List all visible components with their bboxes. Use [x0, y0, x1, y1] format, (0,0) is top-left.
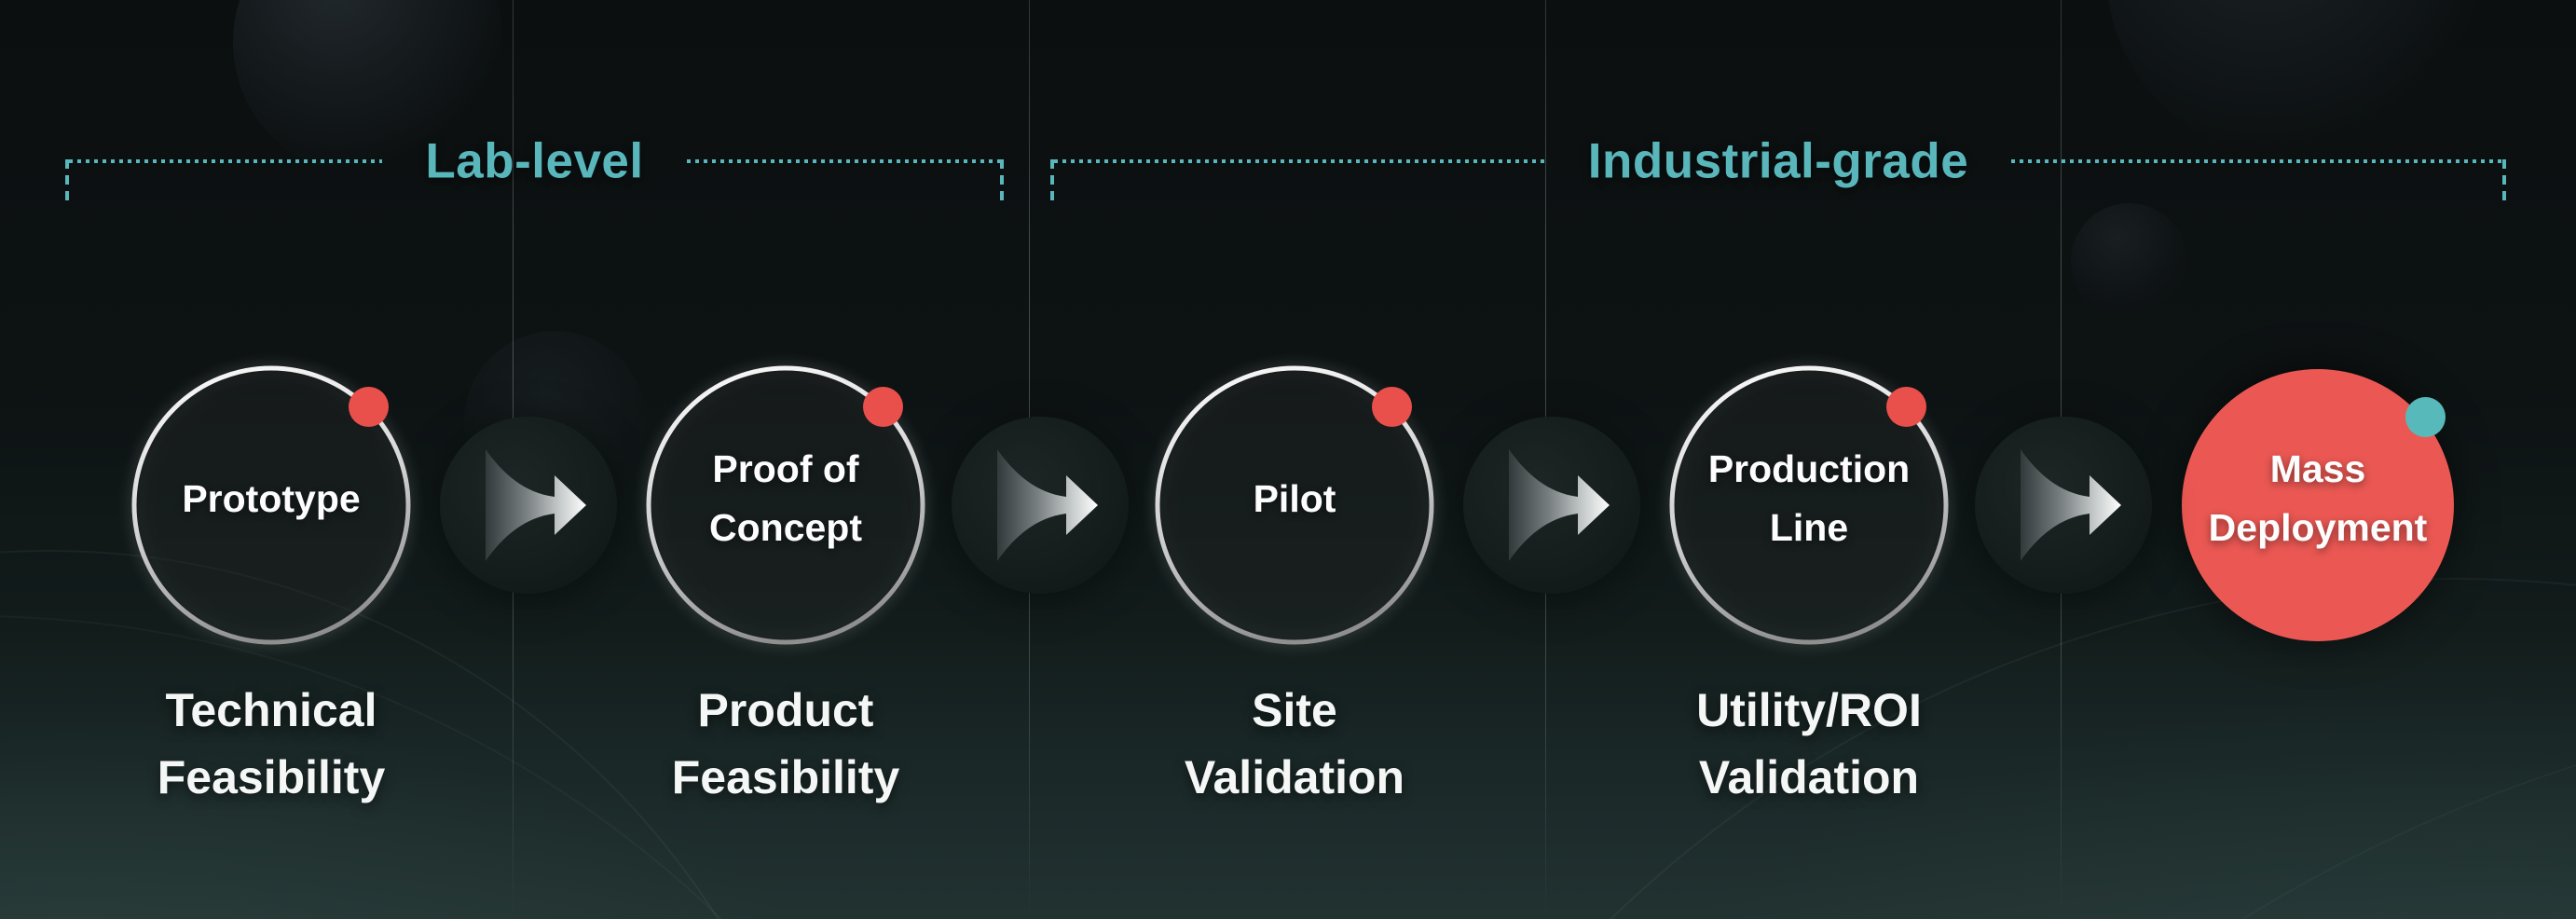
stage-marker-dot: [349, 387, 389, 427]
stage-circle-label-line: Line: [1769, 506, 1849, 549]
stage-caption-line: Technical: [165, 684, 377, 736]
arrow-badge-svg: [952, 417, 1129, 594]
stage-caption: Utility/ROI Validation: [1548, 677, 2070, 811]
stage-circle-label-line: Deployment: [2208, 506, 2428, 549]
stage-marker-dot: [1372, 387, 1412, 427]
arrow-badge-svg: [1975, 417, 2152, 594]
group-label-industrial-grade: Industrial-grade: [1587, 133, 1969, 189]
stage-circle-label-line: Proof of: [712, 447, 859, 490]
stage-circle-label: Pilot: [1150, 361, 1439, 650]
stage-marker-dot: [1886, 387, 1926, 427]
right-arrow-icon: [997, 449, 1098, 561]
stage-caption-line: Feasibility: [671, 751, 900, 803]
arrow-badge-svg: [1463, 417, 1640, 594]
stage-caption-line: Validation: [1698, 751, 1920, 803]
stage-caption-line: Feasibility: [157, 751, 386, 803]
arrow-badge-svg: [440, 417, 617, 594]
stage-ring: [131, 365, 411, 645]
right-arrow-icon: [1509, 449, 1610, 561]
background-sphere: [2071, 203, 2187, 320]
bracket-right-tick: [2502, 159, 2507, 202]
right-arrow-icon: [2021, 449, 2121, 561]
stage-arrow-badge: [1974, 416, 2153, 595]
group-label-lab-level: Lab-level: [425, 133, 644, 189]
stage-caption-line: Site: [1252, 684, 1337, 736]
bracket-dotted-line: [2011, 159, 2503, 163]
stage-circle-label-line: Production: [1707, 447, 1911, 490]
stage-ring: [1669, 365, 1949, 645]
right-arrow-icon: [486, 449, 586, 561]
bracket-left-tick: [1050, 159, 1054, 202]
stage-arrow-badge: [951, 416, 1130, 595]
industrial-grade-bracket: Industrial-grade: [1050, 137, 2507, 211]
stage-1-circle: Prototype: [127, 361, 416, 650]
stage-ring: [646, 365, 925, 645]
stage-caption-line: Utility/ROI: [1696, 684, 1922, 736]
bracket-dotted-line: [1054, 159, 1545, 163]
stage-caption-line: Product: [697, 684, 874, 736]
bracket-dotted-line: [69, 159, 383, 163]
stage-circle-label: Prototype: [127, 361, 416, 650]
stage-ring: [1155, 365, 1434, 645]
stage-circle-label-line: Pilot: [1253, 476, 1336, 520]
stage-filled-circle: [2182, 369, 2454, 641]
stage-2-circle: Proof of Concept: [641, 361, 930, 650]
background-sphere: [2106, 0, 2479, 158]
stage-arrow-badge: [439, 416, 618, 595]
bracket-right-tick: [1000, 159, 1005, 202]
stage-marker-dot: [863, 387, 903, 427]
bracket-dotted-line: [686, 159, 1001, 163]
stage-arrow-badge: [1462, 416, 1641, 595]
stage-circle-label-line: Concept: [709, 506, 862, 549]
lab-level-bracket: Lab-level: [65, 137, 1005, 211]
stage-circle-label-line: Mass: [2269, 447, 2366, 490]
stage-circle-label-line: Prototype: [182, 476, 361, 520]
stage-circle-label: Proof of Concept: [641, 361, 930, 650]
bracket-left-tick: [65, 159, 69, 202]
stage-caption-line: Validation: [1184, 751, 1405, 803]
stage-marker-dot: [2405, 397, 2446, 437]
stage-3-circle: Pilot: [1150, 361, 1439, 650]
